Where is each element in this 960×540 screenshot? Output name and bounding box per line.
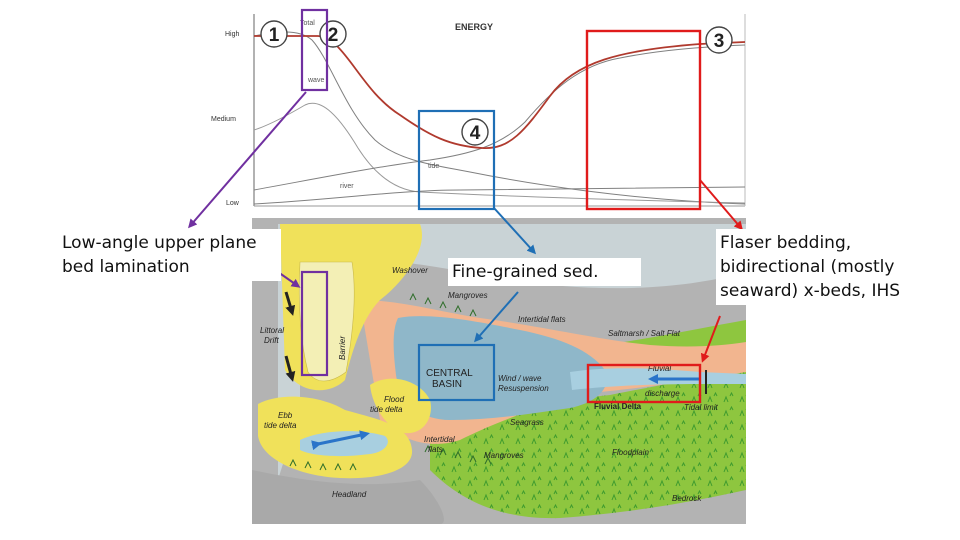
blue-arrow-to-text [493,207,537,255]
label-river: river [340,183,354,190]
label-littoral-drift-1: Littoral [260,326,284,335]
blue-box-map [417,343,496,402]
label-fluvial-delta: Fluvial Delta [594,402,642,411]
label-littoral-drift-2: Drift [264,336,279,345]
y-level-medium: Medium [211,116,236,123]
purple-arrow-to-map [277,271,301,288]
total-energy-curve [254,35,746,149]
purple-arrow-to-text [188,91,307,229]
label-intertidal-flats-top: Intertidal flats [518,315,566,324]
red-arrow-to-map [700,315,721,363]
svg-text:2: 2 [328,25,339,46]
ebb-flood-arrows [311,430,370,451]
central-basin [393,316,607,420]
label-mangroves-bottom: Mangroves [484,451,524,460]
secondary-curve [253,102,746,204]
blue-box-chart [417,109,496,211]
label-central-basin-2: BASIN [432,379,462,390]
label-central-basin-1: CENTRAL [426,368,473,379]
label-floodplain: Floodplain [612,448,649,457]
highlights [188,8,743,404]
red-box-chart [585,29,702,211]
marker-1: 1 [260,20,288,48]
annotation-flaser: Flaser bedding, bidirectional (mostly se… [716,229,939,305]
marker-4: 4 [461,118,489,146]
label-intertidal-flats-bottom-1: Intertidal [424,435,455,444]
label-flood-tide-delta-2: tide delta [370,405,403,414]
wave-curve [253,31,746,205]
purple-box-chart [300,8,329,92]
label-wind-wave-1: Wind / wave [498,374,542,383]
mangrove-marks [289,292,492,471]
estuary-map: Washover Mangroves Intertidal flats Salt… [252,218,746,524]
purple-box-map [300,270,329,377]
label-fluvial: Fluvial [648,364,671,373]
littoral-drift-arrow-1 [284,291,296,316]
red-box-map [586,363,702,404]
label-barrier: Barrier [338,336,347,360]
littoral-drift-arrow-2 [284,355,296,382]
label-intertidal-flats-bottom-2: flats [428,445,443,454]
label-seagrass: Seagrass [510,418,544,427]
label-bedrock: Bedrock [672,494,702,503]
svg-text:3: 3 [714,31,725,52]
label-flood-tide-delta-1: Flood [384,395,405,404]
svg-text:4: 4 [470,123,481,144]
red-arrow-to-text [699,179,743,231]
label-saltmarsh: Saltmarsh / Salt Flat [608,329,681,338]
label-mangroves-top: Mangroves [448,291,488,300]
marker-2: 2 [319,20,347,48]
label-washover: Washover [392,266,428,275]
label-total: Total [300,20,315,27]
sea [278,224,746,480]
marker-3: 3 [705,26,733,54]
blue-arrow-to-map [474,291,519,343]
label-discharge: discharge [645,389,680,398]
headland [252,470,444,524]
annotation-fine-grained: Fine-grained sed. [448,258,641,286]
label-wave: wave [307,77,324,84]
energy-chart: High Medium Low ENERGY Total wave tide r… [211,14,746,207]
chart-title: ENERGY [455,22,493,32]
y-level-high: High [225,31,240,38]
label-ebb-tide-delta-2: tide delta [264,421,297,430]
label-wind-wave-2: Resuspension [498,384,549,393]
label-tide: tide [428,163,439,170]
annotation-low-angle: Low-angle upper plane bed lamination [58,229,281,281]
flood-tide-delta-shape [370,378,431,434]
y-level-low: Low [226,200,240,207]
svg-text:1: 1 [269,25,280,46]
label-headland: Headland [332,490,367,499]
label-tidal-limit: Tidal limit [684,403,718,412]
tide-curve [253,44,746,191]
river-curve [253,186,746,205]
label-ebb-tide-delta-1: Ebb [278,411,293,420]
